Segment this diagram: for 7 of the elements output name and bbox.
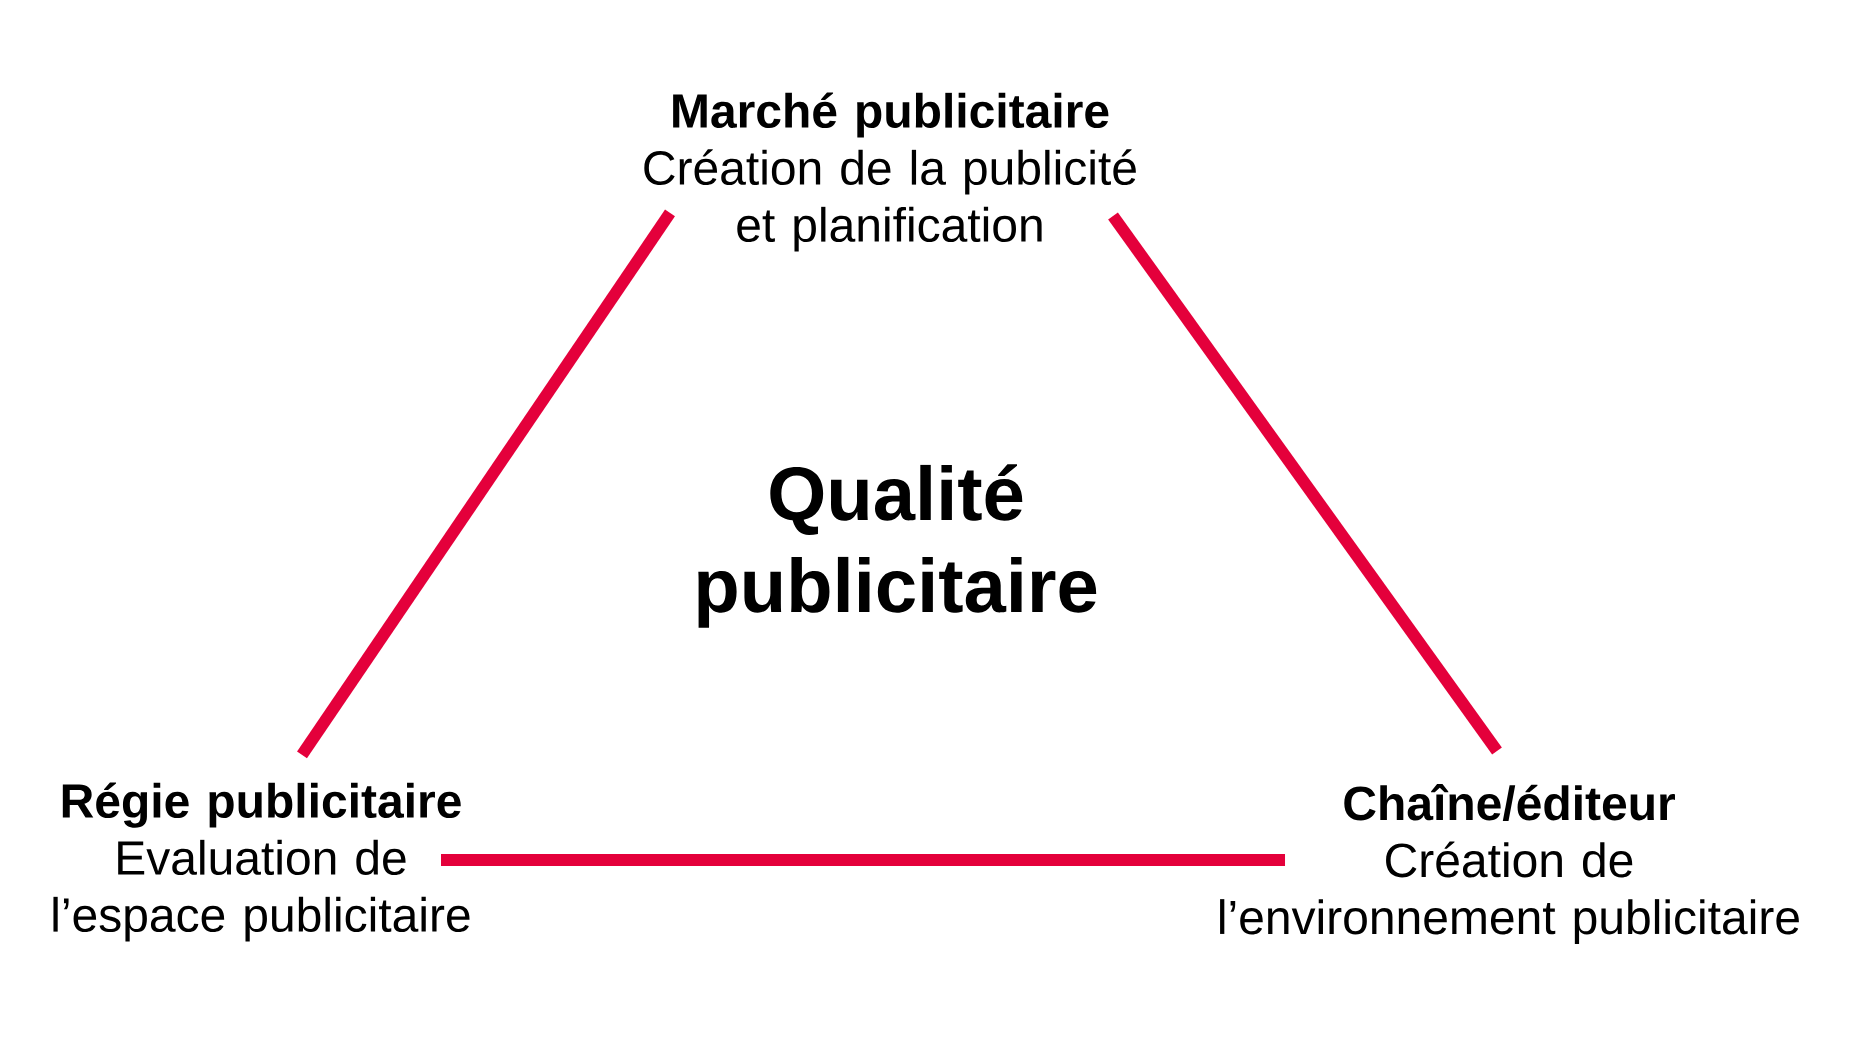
node-label: Chaîne/éditeur Création de l’environnement publicitaire bbox=[1220, 784, 1799, 944]
center-title: Qualité publicitaire bbox=[698, 464, 1097, 628]
node-label: Marché publicitaire Création de la publicité et planification bbox=[644, 92, 1136, 252]
connector-line bbox=[441, 854, 1285, 866]
connector-line bbox=[1108, 212, 1502, 755]
connector-line bbox=[297, 209, 675, 759]
node-label: Régie publicitaire Evaluation de l’espace publicitaire bbox=[53, 782, 470, 942]
